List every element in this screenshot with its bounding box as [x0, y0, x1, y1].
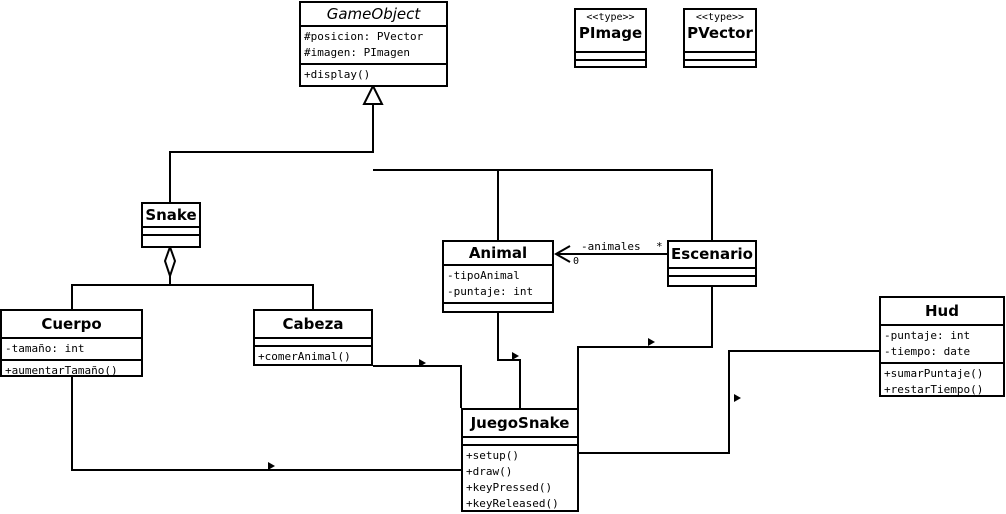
aggregation-line-cabeza	[170, 284, 314, 309]
method: +restarTiempo()	[884, 383, 984, 396]
attribute: -tiempo: date	[884, 345, 971, 358]
methods-compartment: +sumarPuntaje() +restarTiempo()	[881, 364, 1003, 400]
methods-compartment: +display()	[301, 65, 446, 85]
attributes-compartment: -tipoAnimal -puntaje: int	[444, 266, 552, 304]
class-name: PImage	[578, 24, 643, 42]
method: +sumarPuntaje()	[884, 367, 984, 380]
attribute: -tamaño: int	[5, 342, 85, 355]
aggregation-diamond	[163, 244, 177, 280]
method: +draw()	[466, 465, 513, 478]
attributes-compartment	[685, 53, 755, 61]
attributes-compartment	[463, 438, 577, 446]
attribute: #imagen: PImagen	[304, 46, 410, 59]
methods-compartment: +comerAnimal()	[255, 347, 371, 367]
class-gameobject[interactable]: GameObject #posicion: PVector #imagen: P…	[299, 1, 448, 87]
method: +keyReleased()	[466, 497, 559, 510]
association-open-arrowhead	[553, 245, 571, 263]
attribute: #posicion: PVector	[304, 30, 424, 43]
stereotype: <<type>>	[695, 12, 745, 23]
class-name: JuegoSnake	[463, 410, 577, 438]
class-snake[interactable]: Snake	[141, 202, 201, 248]
method: +keyPressed()	[466, 481, 553, 494]
class-name: Snake	[143, 204, 199, 228]
method: +aumentarTamaño()	[5, 364, 118, 377]
association-cuerpo-juegosnake-line	[71, 377, 461, 471]
attribute: -tipoAnimal	[447, 269, 520, 282]
methods-compartment: +aumentarTamaño()	[2, 361, 141, 381]
generalization-escenario-line	[498, 169, 713, 240]
attribute: -puntaje: int	[447, 285, 534, 298]
multiplicity-target-label: 0	[573, 256, 580, 267]
class-header: <<type>> PImage	[576, 10, 645, 53]
class-pimage[interactable]: <<type>> PImage	[574, 8, 647, 68]
attributes-compartment: #posicion: PVector #imagen: PImagen	[301, 27, 446, 65]
class-name: Cuerpo	[2, 311, 141, 339]
stereotype: <<type>>	[586, 12, 635, 23]
class-escenario[interactable]: Escenario	[667, 240, 757, 287]
methods-compartment	[143, 236, 199, 242]
class-cabeza[interactable]: Cabeza +comerAnimal()	[253, 309, 373, 366]
method: +comerAnimal()	[258, 350, 351, 363]
attributes-compartment: -puntaje: int -tiempo: date	[881, 326, 1003, 364]
generalization-arrowhead	[362, 83, 384, 105]
multiplicity-source-label: *	[656, 240, 663, 253]
direction-triangle	[419, 359, 426, 367]
methods-compartment	[685, 61, 755, 67]
direction-triangle	[734, 394, 741, 402]
method: +setup()	[466, 449, 519, 462]
class-header: <<type>> PVector	[685, 10, 755, 53]
class-name: Cabeza	[255, 311, 371, 339]
generalization-snake-line	[169, 104, 374, 202]
association-hud-juegosnake-line	[578, 350, 879, 454]
class-pvector[interactable]: <<type>> PVector	[683, 8, 757, 68]
class-animal[interactable]: Animal -tipoAnimal -puntaje: int	[442, 240, 554, 313]
association-escenario-juegosnake-line	[577, 286, 713, 438]
association-role-label: -animales	[581, 240, 641, 253]
attributes-compartment: -tamaño: int	[2, 339, 141, 361]
class-cuerpo[interactable]: Cuerpo -tamaño: int +aumentarTamaño()	[0, 309, 143, 377]
aggregation-line	[71, 276, 171, 309]
association-animal-juegosnake-line	[497, 312, 521, 408]
methods-compartment	[444, 304, 552, 310]
class-juegosnake[interactable]: JuegoSnake +setup() +draw() +keyPressed(…	[461, 408, 579, 512]
attributes-compartment	[669, 269, 755, 277]
class-hud[interactable]: Hud -puntaje: int -tiempo: date +sumarPu…	[879, 296, 1005, 397]
class-name: Escenario	[669, 242, 755, 269]
attribute: -puntaje: int	[884, 329, 971, 342]
direction-triangle	[512, 352, 519, 360]
class-name: Animal	[444, 242, 552, 266]
attributes-compartment	[576, 53, 645, 61]
class-name: GameObject	[301, 3, 446, 27]
class-name: PVector	[687, 24, 753, 42]
attributes-compartment	[255, 339, 371, 347]
direction-triangle	[268, 462, 275, 470]
class-name: Hud	[881, 298, 1003, 326]
generalization-animal-line	[373, 169, 499, 240]
attributes-compartment	[143, 228, 199, 236]
association-cabeza-juegosnake-line	[373, 365, 462, 408]
direction-triangle	[648, 338, 655, 346]
methods-compartment: +setup() +draw() +keyPressed() +keyRelea…	[463, 446, 577, 514]
method: +display()	[304, 68, 371, 81]
methods-compartment	[669, 277, 755, 283]
methods-compartment	[576, 61, 645, 67]
